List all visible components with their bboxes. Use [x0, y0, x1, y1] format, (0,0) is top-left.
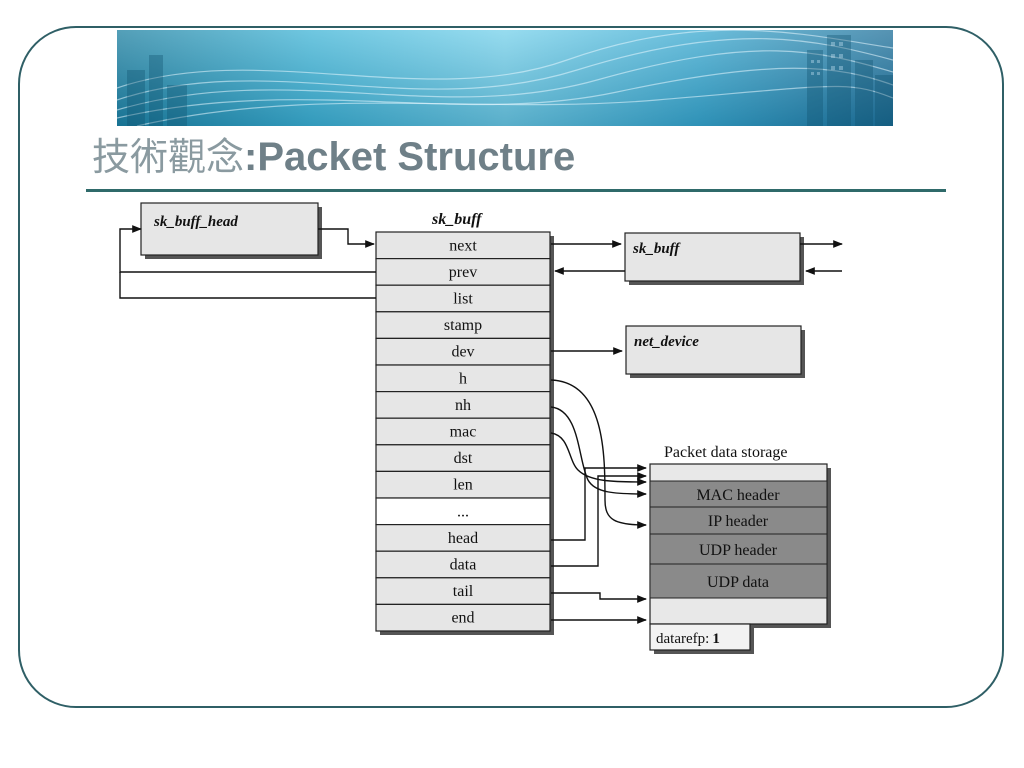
next-sk-buff-label: sk_buff: [632, 241, 681, 257]
field-cell: [375, 284, 551, 313]
title-underline: [86, 189, 946, 192]
field-label: stamp: [444, 317, 482, 334]
svg-text:datarefp:1: datarefp:1: [656, 631, 720, 647]
slide-title: 技術觀念:Packet Structure: [92, 128, 575, 186]
field-label: end: [451, 610, 474, 627]
field-cell: [375, 577, 551, 605]
mac-header-label: MAC header: [696, 487, 780, 504]
field-label: tail: [453, 583, 474, 600]
slide-title-cjk: 技術觀念: [92, 135, 245, 179]
field-label: mac: [450, 424, 477, 441]
udp-header-label: UDP header: [699, 542, 778, 559]
slide-frame: [18, 26, 1004, 708]
dataref-box: datarefp:1: [649, 623, 754, 654]
field-label: ...: [457, 503, 469, 520]
field-cell: [375, 470, 551, 499]
field-label: next: [449, 237, 477, 254]
packet-storage-title: Packet data storage: [664, 444, 788, 461]
udp-data-label: UDP data: [707, 574, 769, 591]
dataref-value: 1: [712, 631, 720, 647]
field-label: nh: [455, 397, 471, 414]
field-cell: [375, 311, 551, 339]
field-label: h: [459, 370, 467, 387]
dataref-label: datarefp:: [656, 631, 709, 647]
packet-storage-box: MAC header IP header UDP header UDP data: [649, 463, 831, 628]
sk-buff-head-box: sk_buff_head: [140, 202, 322, 259]
field-cell: [375, 258, 551, 286]
field-cell: [375, 391, 551, 419]
field-cell: [375, 497, 551, 526]
field-label: len: [453, 477, 473, 494]
net-device-label: net_device: [634, 334, 699, 350]
field-label: data: [450, 557, 477, 574]
slide-title-english: :Packet Structure: [244, 135, 576, 179]
sk-buff-head-label: sk_buff_head: [153, 214, 238, 230]
field-label: list: [453, 291, 473, 308]
next-sk-buff-box: sk_buff: [624, 232, 804, 285]
field-cell: [375, 550, 551, 579]
field-cell: [375, 603, 551, 632]
net-device-box: net_device: [625, 325, 805, 378]
field-label: prev: [449, 264, 477, 281]
diagram-connectors: [119, 225, 843, 624]
field-cell: [375, 231, 551, 260]
sk-buff-struct-title: sk_buff: [431, 211, 483, 228]
field-label: dev: [451, 344, 474, 361]
field-cell: [375, 523, 551, 552]
field-label: dst: [454, 450, 473, 467]
sk-buff-fields: next prev list stamp dev h nh mac dst len... head d…: [375, 231, 554, 635]
field-cell: [375, 337, 551, 366]
header-banner-image: [117, 30, 893, 126]
field-cell: [375, 417, 551, 446]
field-label: head: [448, 530, 478, 547]
ip-header-label: IP header: [708, 513, 769, 530]
